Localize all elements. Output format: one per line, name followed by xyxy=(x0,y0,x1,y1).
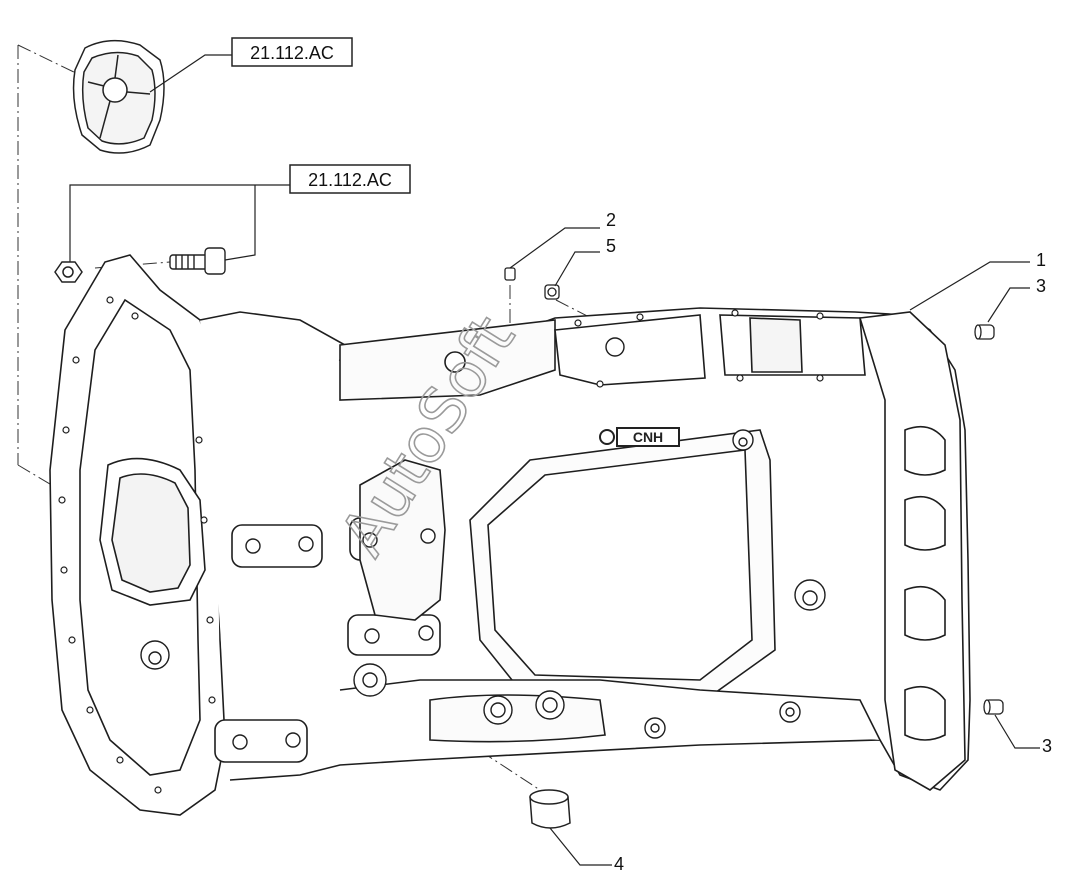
ref-callout-middle-text: 21.112.AC xyxy=(308,170,392,190)
dowel-pin-top xyxy=(974,324,995,340)
housing-badge-text: CNH xyxy=(633,429,663,445)
housing-logo-badge: CNH xyxy=(599,427,680,447)
flange-holes xyxy=(58,296,824,794)
pin-part-2 xyxy=(504,267,516,281)
item-number-3-bottom: 3 xyxy=(1042,736,1052,756)
item-number-4: 4 xyxy=(614,854,624,874)
cover-cap-part xyxy=(72,39,165,154)
item-number-5: 5 xyxy=(606,236,616,256)
housing-bolt-holes xyxy=(140,337,826,750)
transmission-housing xyxy=(49,254,971,816)
bushing-part-4 xyxy=(529,789,571,829)
item-number-2: 2 xyxy=(606,210,616,230)
item-number-3-top: 3 xyxy=(1036,276,1046,296)
ref-callout-top-text: 21.112.AC xyxy=(250,43,334,63)
plug-part-5 xyxy=(544,284,560,300)
ref-callout-middle[interactable]: 21.112.AC xyxy=(289,164,411,194)
leader-lines xyxy=(69,54,1040,866)
ref-callout-top[interactable]: 21.112.AC xyxy=(231,37,353,67)
nut-part xyxy=(54,261,83,283)
bolt-part xyxy=(169,247,226,275)
dowel-pin-bottom xyxy=(983,699,1004,715)
item-number-1: 1 xyxy=(1036,250,1046,270)
